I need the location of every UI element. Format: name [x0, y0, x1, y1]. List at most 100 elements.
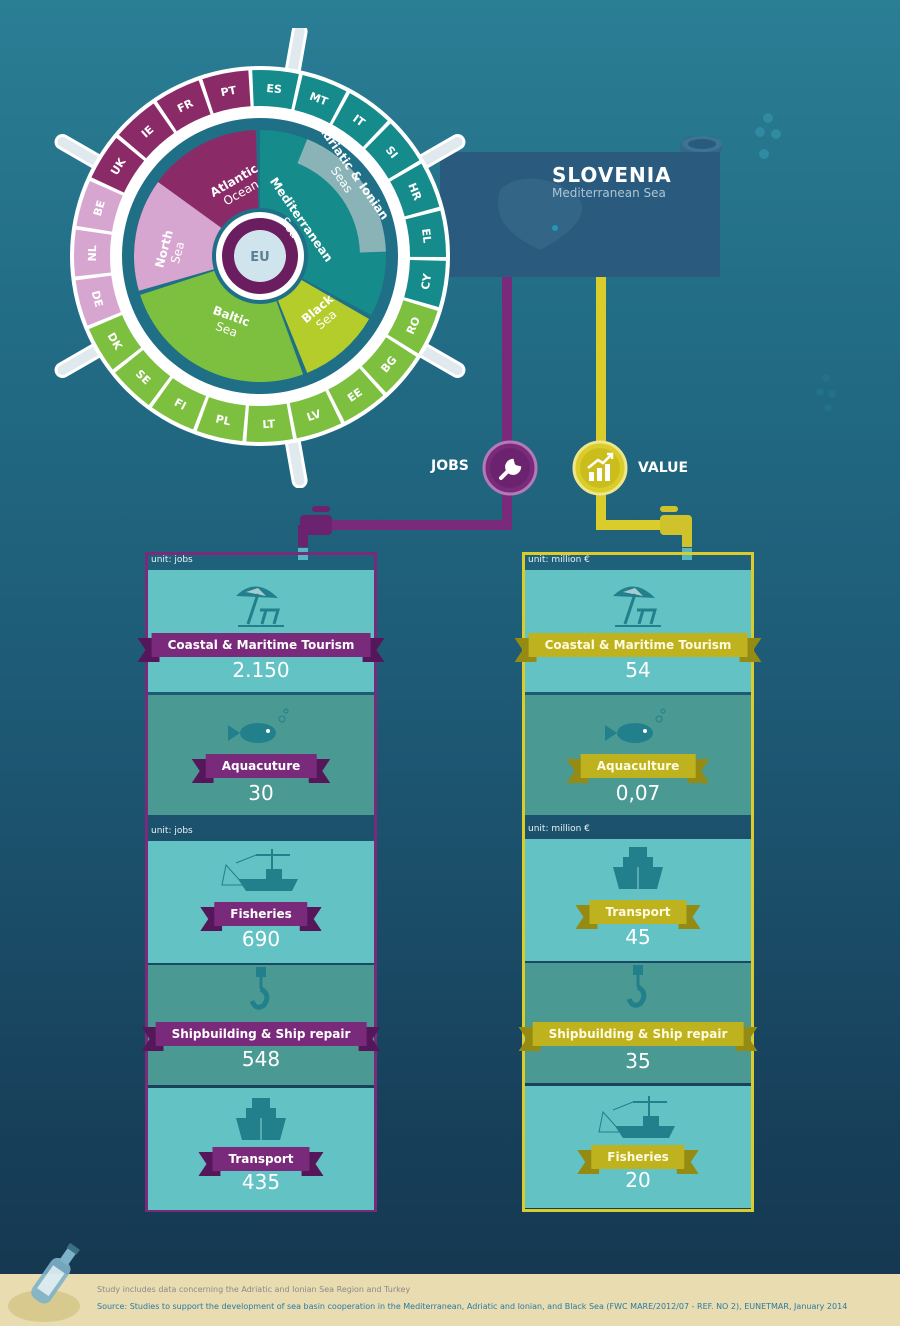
sector-name: Transport [212, 1147, 310, 1171]
fish-icon [228, 708, 289, 743]
sector-ribbon: Aquacuture [191, 753, 317, 783]
value-unit-label: unit: million € [528, 824, 590, 834]
value-unit-label: unit: million € [528, 555, 590, 565]
sector-value: 0,07 [615, 781, 661, 805]
value-column-frame [522, 552, 754, 1212]
jobs-column-frame [145, 552, 377, 1212]
jobs-unit-label: unit: jobs [151, 826, 193, 836]
sector-name: Coastal & Maritime Tourism [151, 633, 371, 657]
sector-value: 20 [625, 1168, 651, 1192]
sector-value: 548 [241, 1047, 281, 1071]
sector-value: 435 [241, 1170, 281, 1194]
growth-chart-icon [572, 440, 628, 496]
country-segment-ee [328, 368, 384, 422]
country-label-de: DE [89, 289, 106, 308]
country-label-el: EL [419, 228, 434, 244]
sector-name: Aquaculture [580, 754, 696, 778]
country-label-es: ES [266, 82, 283, 96]
basin-north [134, 181, 222, 291]
footer-note: Study includes data concerning the Adria… [97, 1285, 411, 1294]
jobs-unit-label: unit: jobs [151, 555, 193, 565]
value-label: VALUE [638, 460, 689, 476]
country-label-hr: HR [405, 181, 424, 203]
sector-value: 45 [625, 925, 651, 949]
footer-source: Source: Studies to support the developme… [97, 1302, 848, 1311]
sector-panel: Aquaculture 0,07 [525, 695, 751, 815]
sector-name: Fisheries [591, 1145, 685, 1169]
sector-ribbon: Fisheries [200, 901, 308, 931]
sector-name: Aquacuture [205, 754, 317, 778]
country-segment-be [76, 180, 123, 232]
crane-hook-icon [249, 967, 270, 1010]
country-segment-fr [156, 80, 211, 132]
sector-value: 35 [625, 1049, 651, 1073]
sector-ribbon: Fisheries [577, 1144, 685, 1174]
svg-text:Sea: Sea [168, 240, 187, 265]
sector-name: Transport [589, 900, 687, 924]
beach-umbrella-icon [236, 586, 284, 627]
fish-icon [605, 708, 666, 743]
bottle-icon [8, 1242, 80, 1322]
sector-name: Shipbuilding & Ship repair [532, 1022, 744, 1046]
sector-panel: Shipbuilding & Ship repair 35 [518, 963, 751, 1083]
jobs-column: unit: jobs unit: jobs Coastal & Maritime… [137, 552, 374, 1212]
ship-wheel-chart: ESMTITSIHRELCYROBGEELVLTPLFISEDKDENLBEUK… [54, 28, 466, 488]
country-label-be: BE [91, 199, 108, 218]
country-segment-nl [74, 229, 112, 277]
sector-name: Shipbuilding & Ship repair [155, 1022, 367, 1046]
sector-ribbon: Transport [575, 899, 687, 929]
country-name: SLOVENIA [552, 163, 672, 187]
country-segment-pt [202, 70, 251, 114]
country-segment-hr [390, 163, 440, 217]
country-segment-si [365, 123, 420, 179]
country-label-lt: LT [262, 417, 276, 431]
footer [0, 1274, 900, 1326]
basin-adriatic [297, 139, 386, 253]
sector-ribbon: Aquaculture [566, 753, 696, 783]
sector-ribbon: Coastal & Maritime Tourism [137, 632, 371, 662]
country-segment-pl [196, 397, 246, 442]
country-segment-el [405, 210, 446, 258]
country-segment-uk [91, 137, 145, 193]
bubbles-decoration [755, 113, 781, 159]
country-label-pl: PL [214, 412, 232, 428]
country-label-mt: MT [308, 90, 330, 109]
country-segment-ro [387, 300, 438, 354]
country-segment-lv [289, 390, 342, 439]
pipes [298, 272, 692, 560]
country-segment-ie [118, 103, 175, 159]
sector-value: 2.150 [232, 658, 290, 682]
country-segment-de [75, 275, 121, 326]
basin-black [277, 280, 370, 373]
cargo-ship-icon [236, 1098, 286, 1140]
sector-name: Coastal & Maritime Tourism [528, 633, 748, 657]
jobs-label: JOBS [431, 458, 469, 474]
sector-name: Fisheries [214, 902, 308, 926]
crane-hook-icon [626, 965, 647, 1008]
sector-value: 690 [241, 927, 281, 951]
sector-value: 30 [248, 781, 274, 805]
sector-ribbon: Shipbuilding & Ship repair [518, 1021, 744, 1051]
country-segment-dk [88, 315, 142, 370]
country-segment-bg [361, 337, 417, 393]
country-label-pt: PT [220, 84, 238, 100]
eu-label: EU [250, 250, 269, 265]
country-segment-mt [294, 74, 347, 124]
wrench-icon [482, 440, 538, 496]
country-segment-fi [151, 378, 207, 430]
country-segment-cy [404, 259, 446, 308]
sector-ribbon: Shipbuilding & Ship repair [141, 1021, 367, 1051]
country-segment-it [332, 93, 388, 147]
cargo-ship-icon [613, 847, 663, 889]
beach-umbrella-icon [613, 586, 661, 627]
country-sea: Mediterranean Sea [552, 186, 666, 200]
country-segment-se [115, 350, 171, 406]
sector-panel: Aquacuture 30 [148, 695, 374, 815]
basin-atlantic [160, 130, 259, 227]
country-label-nl: NL [86, 245, 99, 261]
